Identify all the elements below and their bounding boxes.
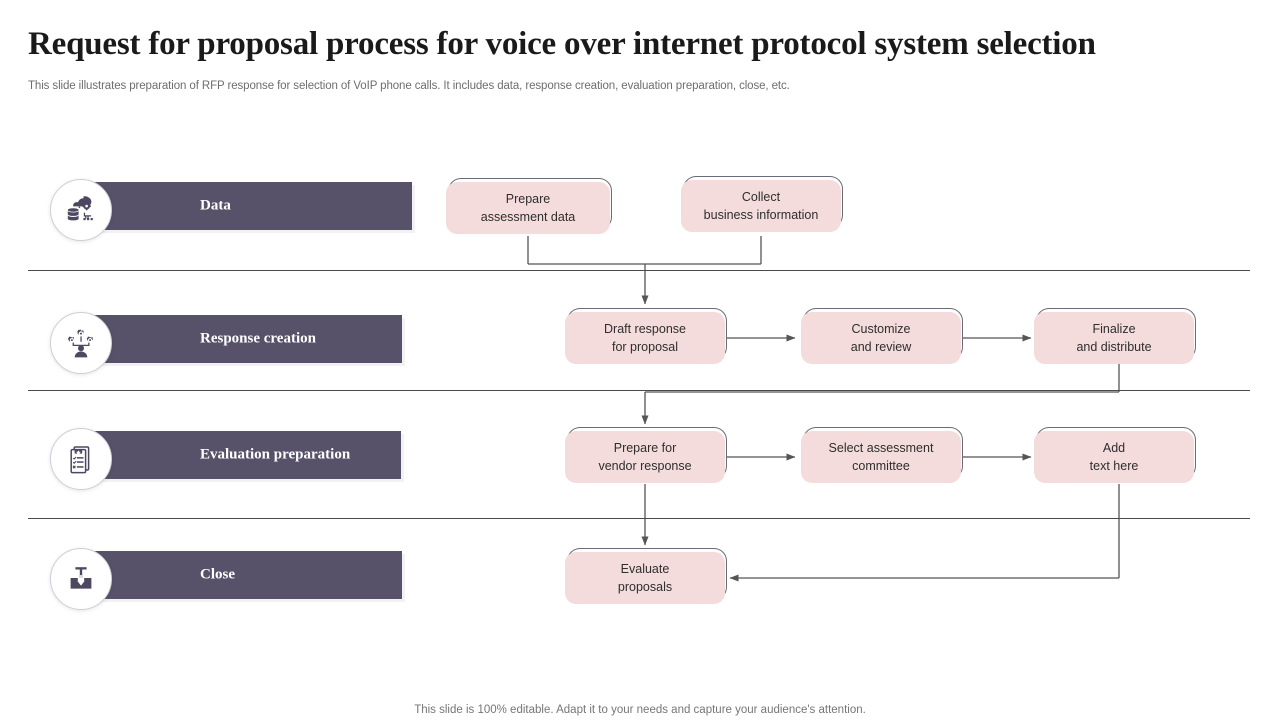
stage-bar-data: Data [82,182,412,230]
divider-row1 [28,270,1250,271]
stage-bar-response-creation: Response creation [82,315,402,363]
page-title: Request for proposal process for voice o… [28,26,1096,62]
page-subtitle: This slide illustrates preparation of RF… [28,80,790,92]
node-finalize-and-distribute[interactable]: Finalize and distribute [1034,308,1196,364]
stage-bar-evaluation-preparation: Evaluation preparation [82,431,401,479]
stage-label-response-creation: Response creation [200,330,316,347]
node-label: Finalize and distribute [1034,312,1194,364]
node-prepare-for-vendor-response[interactable]: Prepare for vendor response [565,427,727,483]
stage-label-evaluation-preparation: Evaluation preparation [200,446,351,463]
stage-icon-data [50,179,112,241]
node-label: Customize and review [801,312,961,364]
node-label: Draft response for proposal [565,312,725,364]
node-label: Prepare assessment data [446,182,610,234]
node-label: Evaluate proposals [565,552,725,604]
node-label: Collect business information [681,180,841,232]
node-evaluate-proposals[interactable]: Evaluate proposals [565,548,727,604]
stage-icon-response-creation [50,312,112,374]
node-label: Prepare for vendor response [565,431,725,483]
gears-person-icon [64,326,98,360]
node-label: Select assessment committee [801,431,961,483]
connector-finalize-to-prepare-vendor [641,364,1120,425]
node-draft-response-for-proposal[interactable]: Draft response for proposal [565,308,727,364]
cloud-database-icon [64,193,98,227]
checklist-clipboard-icon [64,442,98,476]
node-select-assessment-committee[interactable]: Select assessment committee [801,427,963,483]
divider-row2 [28,390,1250,391]
divider-row3 [28,518,1250,519]
node-collect-business-information[interactable]: Collect business information [681,176,843,232]
stage-icon-close [50,548,112,610]
stage-label-close: Close [200,566,235,583]
connector-addtext-to-evaluate [729,484,1120,582]
node-prepare-assessment-data[interactable]: Prepare assessment data [446,178,612,234]
node-add-text-here[interactable]: Add text here [1034,427,1196,483]
stage-bar-close: Close [82,551,402,599]
node-label: Add text here [1034,431,1194,483]
merge-arrow-icon [64,562,98,596]
stage-label-data: Data [200,197,231,214]
process-flow-diagram: Data [28,176,1250,610]
stage-icon-evaluation-preparation [50,428,112,490]
node-customize-and-review[interactable]: Customize and review [801,308,963,364]
footer-note: This slide is 100% editable. Adapt it to… [414,704,866,716]
